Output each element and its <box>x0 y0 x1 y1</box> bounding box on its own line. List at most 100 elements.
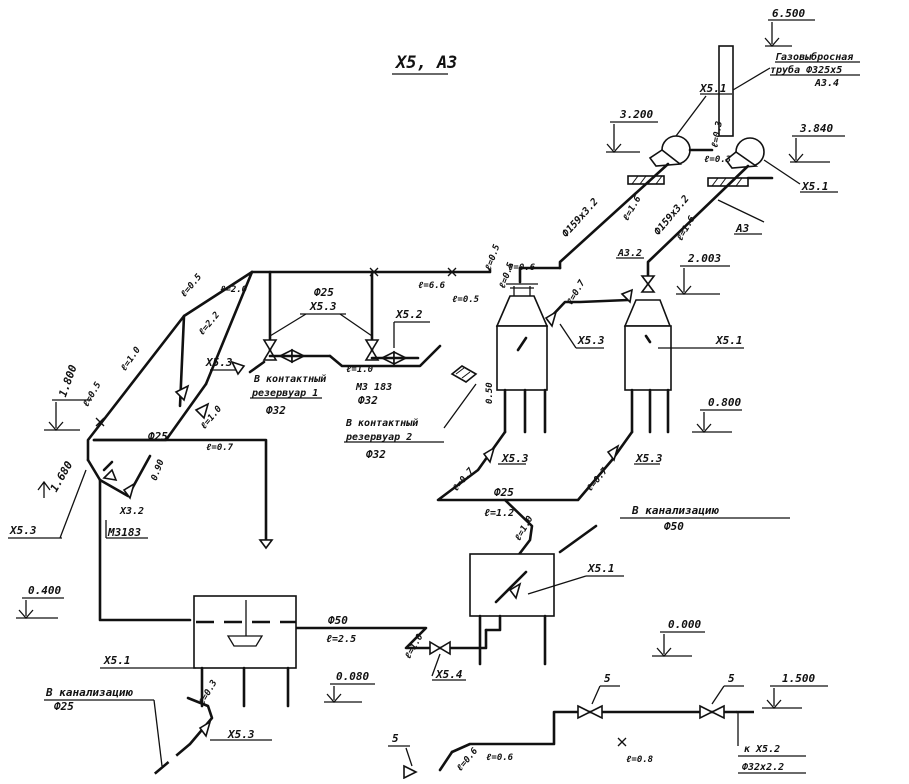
level-mark-0000: 0.000 <box>652 618 705 657</box>
svg-text:X5.3: X5.3 <box>501 452 529 465</box>
water-supply-line: 5 5 5 ℓ=0.6 ℓ=0.8 ℓ=0.6 к X5.2 Ф32х2.2 <box>388 672 806 780</box>
svg-text:ℓ=0.6: ℓ=0.6 <box>486 753 514 763</box>
svg-text:В канализацию: В канализацию <box>45 686 133 699</box>
diagram-title: X5, A3 <box>394 53 457 73</box>
mz183-top-callout: ℓ=1.0 МЗ 183 Ф32 <box>328 344 442 407</box>
contact-tank-2-callout: В контактный резервуар 2 Ф32 <box>344 365 478 461</box>
svg-text:В контактный: В контактный <box>345 417 418 429</box>
svg-text:ℓ=1.2: ℓ=1.2 <box>484 508 514 519</box>
svg-text:МЗ 183: МЗ 183 <box>355 382 392 393</box>
svg-text:X5.1: X5.1 <box>587 562 615 575</box>
level-mark-0400: 0.400 <box>16 584 64 619</box>
svg-text:X5.1: X5.1 <box>103 654 131 667</box>
svg-text:Ф32: Ф32 <box>366 448 386 461</box>
sewer-outlet-bottom: X5.3 ℓ=0.3 В канализацию Ф25 <box>44 679 272 777</box>
svg-text:Ф50: Ф50 <box>664 520 684 533</box>
svg-text:5: 5 <box>392 732 399 745</box>
level-mark-3840: 3.840 <box>788 122 845 163</box>
scrubber-tank-1 <box>495 283 549 434</box>
svg-text:X5.3: X5.3 <box>205 356 233 369</box>
svg-text:Ф159х3.2: Ф159х3.2 <box>560 196 600 239</box>
svg-text:резервуар 2: резервуар 2 <box>345 432 412 443</box>
svg-text:X3.2: X3.2 <box>119 506 144 517</box>
svg-text:5: 5 <box>728 672 735 685</box>
level-mark-3200: 3.200 <box>606 108 658 153</box>
svg-text:ℓ=0.5: ℓ=0.5 <box>484 243 503 272</box>
svg-text:ℓ=0.5: ℓ=0.5 <box>498 261 517 290</box>
svg-text:ℓ=0.5: ℓ=0.5 <box>179 272 204 300</box>
svg-text:МЗ183: МЗ183 <box>107 526 141 539</box>
svg-text:В контактный: В контактный <box>253 373 326 385</box>
svg-text:ℓ=0.5: ℓ=0.5 <box>452 295 480 305</box>
svg-text:5: 5 <box>604 672 611 685</box>
svg-text:А3.4: А3.4 <box>814 78 839 89</box>
svg-text:Ф25: Ф25 <box>314 286 334 299</box>
svg-text:Газовыбросная: Газовыбросная <box>775 51 853 63</box>
level-mark-6500: 6.500 <box>764 7 815 47</box>
valve-x53-left: X5.3 <box>174 356 246 420</box>
valve-x53-top: X5.3 X5.2 <box>262 300 430 366</box>
svg-text:1.500: 1.500 <box>782 672 815 685</box>
level-mark-2003: 2.003 <box>676 252 730 295</box>
svg-text:A3: A3 <box>735 222 750 235</box>
svg-text:0.800: 0.800 <box>708 396 741 409</box>
svg-text:0.90: 0.90 <box>150 458 167 482</box>
svg-text:ℓ=2.2: ℓ=2.2 <box>197 310 222 337</box>
valve-x53-tank: X5.3 <box>544 288 634 349</box>
svg-text:ℓ=6.6: ℓ=6.6 <box>418 281 446 291</box>
svg-text:6.500: 6.500 <box>772 7 805 20</box>
svg-text:X5.4: X5.4 <box>435 668 463 681</box>
svg-text:2.003: 2.003 <box>687 252 721 265</box>
level-mark-0080: 0.080 <box>324 670 375 703</box>
svg-text:X5.1: X5.1 <box>801 180 829 193</box>
svg-text:ℓ=2.0: ℓ=2.0 <box>220 285 248 295</box>
svg-text:ℓ=0.7: ℓ=0.7 <box>206 443 234 453</box>
level-mark-0800: 0.800 <box>692 396 742 433</box>
svg-text:ℓ=2.5: ℓ=2.5 <box>326 634 356 645</box>
inter-tank-pipe <box>546 298 630 322</box>
svg-text:ℓ=0.8: ℓ=0.8 <box>626 755 653 765</box>
svg-text:3.200: 3.200 <box>619 108 653 121</box>
level-mark-1500: 1.500 <box>762 672 828 709</box>
svg-text:0.080: 0.080 <box>336 670 369 683</box>
contact-tank-1-callout: В контактный резервуар 1 Ф32 <box>248 360 326 417</box>
svg-text:Ф25: Ф25 <box>54 700 74 713</box>
svg-text:Ф50: Ф50 <box>328 614 348 627</box>
svg-text:ℓ=1.0: ℓ=1.0 <box>119 345 143 373</box>
svg-text:ℓ=0.7: ℓ=0.7 <box>585 466 610 494</box>
svg-text:резервуар 1: резервуар 1 <box>251 388 318 399</box>
svg-text:Ф25: Ф25 <box>494 486 514 499</box>
svg-text:ℓ=1.6: ℓ=1.6 <box>621 194 643 223</box>
svg-text:X5.1: X5.1 <box>699 82 727 95</box>
svg-text:X5.3: X5.3 <box>227 728 255 741</box>
svg-text:ℓ=0.6: ℓ=0.6 <box>508 263 536 273</box>
svg-text:X5.1: X5.1 <box>715 334 743 347</box>
svg-text:X5.3: X5.3 <box>309 300 337 313</box>
line-d50: Ф50 ℓ=2.5 ℓ=1.0 X5.4 <box>294 614 488 681</box>
valve-a32 <box>640 275 656 293</box>
scrubber-tank-2: X5.1 <box>623 299 744 434</box>
svg-text:Ф32: Ф32 <box>358 394 378 407</box>
svg-text:ℓ=0.5: ℓ=0.5 <box>81 380 103 409</box>
svg-text:X5.3: X5.3 <box>635 452 663 465</box>
svg-text:Ф32: Ф32 <box>266 404 286 417</box>
svg-text:3.840: 3.840 <box>799 122 833 135</box>
gas-exhaust-stack: Газовыбросная труба Ф325х5 А3.4 <box>718 45 860 137</box>
mixing-tank: X5.1 <box>100 595 297 708</box>
sewer-outlet-top: В канализацию Ф50 <box>558 504 790 554</box>
svg-text:X5.3: X5.3 <box>577 334 605 347</box>
svg-text:ℓ=0.3: ℓ=0.3 <box>704 155 731 165</box>
svg-text:ℓ=1.6: ℓ=1.6 <box>675 214 697 243</box>
svg-text:Ф32х2.2: Ф32х2.2 <box>742 762 784 773</box>
fan-unit-2: X5.1 <box>724 137 838 193</box>
upper-distribution-d25: Ф25 ℓ=6.6 ℓ=0.5 ℓ=0.5 ℓ=0.5 ℓ=2.0 ℓ=2.2 … <box>81 243 503 622</box>
svg-text:Ф25: Ф25 <box>148 430 168 443</box>
svg-text:X5.3: X5.3 <box>9 524 37 537</box>
valve-x32: X3.2 МЗ183 X5.3 <box>8 454 152 539</box>
svg-text:0.50: 0.50 <box>485 382 495 404</box>
fan-unit-1: X5.1 <box>648 82 732 167</box>
svg-text:A3.2: A3.2 <box>617 248 642 259</box>
svg-text:1.680: 1.680 <box>48 459 76 495</box>
